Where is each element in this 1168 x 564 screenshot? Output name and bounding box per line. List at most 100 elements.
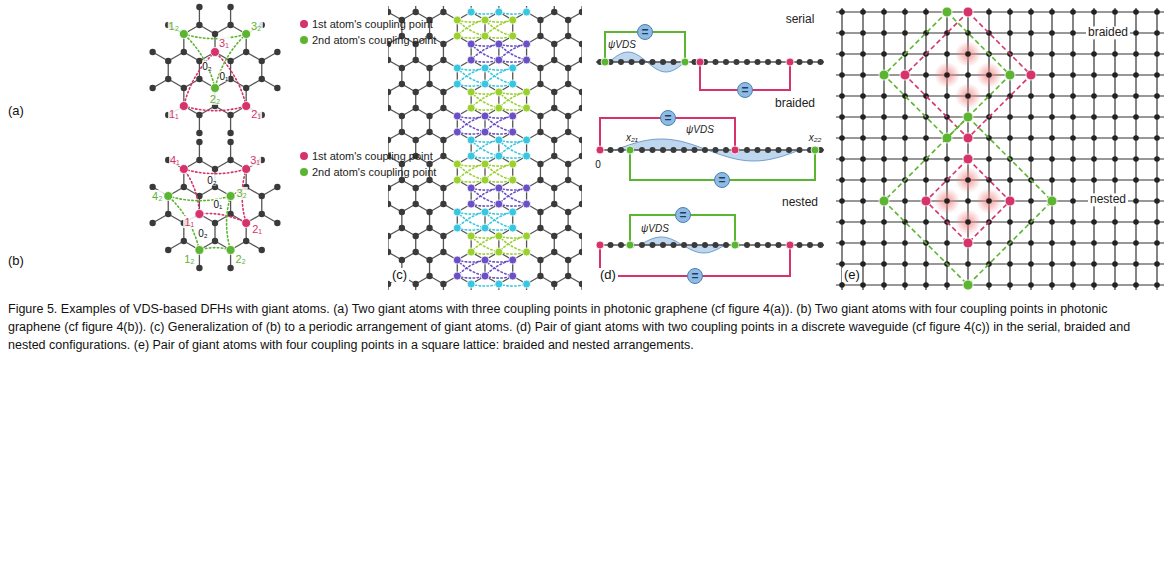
lattice-site bbox=[496, 9, 502, 15]
grid-line bbox=[841, 8, 842, 290]
lattice-site bbox=[523, 153, 529, 159]
lattice-site bbox=[1091, 156, 1097, 162]
lattice-site bbox=[565, 17, 571, 23]
lattice-site bbox=[149, 85, 155, 91]
coupling-link bbox=[457, 212, 485, 228]
coupling-index: 3₁ bbox=[218, 37, 230, 49]
lattice-site bbox=[482, 113, 488, 119]
lattice-site bbox=[902, 9, 908, 15]
coupling-point bbox=[1005, 196, 1015, 206]
coupling-point bbox=[467, 248, 475, 256]
lattice-site bbox=[1154, 93, 1160, 99]
waveguide-site bbox=[713, 147, 719, 153]
lattice-site bbox=[965, 177, 971, 183]
lattice-site bbox=[1049, 51, 1055, 57]
lattice-site bbox=[1049, 9, 1055, 15]
lattice-site bbox=[1112, 9, 1118, 15]
lattice-site bbox=[881, 30, 887, 36]
coupling-point bbox=[921, 196, 931, 206]
lattice-site bbox=[1154, 9, 1160, 15]
lattice-site bbox=[1091, 114, 1097, 120]
lattice-site bbox=[482, 129, 488, 135]
waveguide-site bbox=[639, 242, 645, 248]
lattice-site bbox=[1028, 9, 1034, 15]
lattice-site bbox=[537, 113, 543, 119]
lattice-site bbox=[1112, 240, 1118, 246]
coupling-point bbox=[523, 56, 531, 64]
panel-c bbox=[388, 6, 582, 290]
coupling-point bbox=[495, 184, 503, 192]
lattice-site bbox=[944, 156, 950, 162]
lattice-site bbox=[413, 185, 419, 191]
lattice-site bbox=[1028, 156, 1034, 162]
lattice-site bbox=[902, 156, 908, 162]
lattice-site bbox=[440, 9, 446, 15]
coupling-point bbox=[626, 146, 634, 154]
lattice-site bbox=[196, 265, 202, 271]
coupling-link bbox=[499, 140, 527, 156]
wavefunction-label: ψVDS bbox=[641, 223, 669, 234]
lattice-site bbox=[1154, 51, 1160, 57]
field-blob bbox=[976, 62, 1002, 88]
lattice-site bbox=[860, 198, 866, 204]
coupling-point bbox=[523, 152, 531, 160]
lattice-site bbox=[881, 9, 887, 15]
lattice-site bbox=[565, 33, 571, 39]
lattice-site bbox=[986, 282, 992, 288]
lattice-site bbox=[551, 185, 557, 191]
lattice-site bbox=[496, 185, 502, 191]
lattice-site bbox=[468, 281, 474, 287]
lattice-site bbox=[986, 72, 992, 78]
lattice-site bbox=[440, 89, 446, 95]
coupling-point bbox=[495, 232, 503, 240]
waveguide-site bbox=[597, 242, 603, 248]
lattice-site bbox=[565, 257, 571, 263]
coupling-point bbox=[1026, 70, 1036, 80]
lattice-site bbox=[579, 89, 582, 95]
config-name: braided bbox=[1086, 26, 1130, 39]
lattice-site bbox=[1070, 282, 1076, 288]
lattice-site bbox=[839, 198, 845, 204]
coupling-index: 3₁ bbox=[249, 154, 261, 166]
lattice-site bbox=[165, 58, 171, 64]
lattice-site bbox=[388, 9, 391, 15]
field-blob bbox=[955, 83, 981, 109]
lattice-site bbox=[923, 282, 929, 288]
waveguide-site bbox=[765, 147, 771, 153]
figure-caption: Figure 5. Examples of VDS-based DFHs wit… bbox=[8, 300, 1158, 354]
lattice-site bbox=[839, 240, 845, 246]
lattice-site bbox=[551, 9, 557, 15]
lattice-site bbox=[1070, 219, 1076, 225]
lattice-site bbox=[212, 220, 218, 226]
lattice-site bbox=[1091, 51, 1097, 57]
coupling-point bbox=[963, 280, 973, 290]
lattice-site bbox=[496, 105, 502, 111]
lattice-site bbox=[1112, 93, 1118, 99]
coupling-point bbox=[453, 272, 461, 280]
lattice-site bbox=[1091, 9, 1097, 15]
lattice-site bbox=[860, 240, 866, 246]
coupling-point bbox=[596, 241, 604, 249]
position-label: x₂₂ bbox=[809, 132, 822, 143]
lattice-site bbox=[1007, 30, 1013, 36]
lattice-site bbox=[565, 113, 571, 119]
lattice-site bbox=[454, 33, 460, 39]
coupling-index: 3₂ bbox=[235, 187, 247, 199]
waveguide-site bbox=[776, 147, 782, 153]
lattice-site bbox=[510, 81, 516, 87]
panel-label: (a) bbox=[6, 104, 26, 118]
coupling-point bbox=[509, 272, 517, 280]
coupling-point bbox=[481, 80, 489, 88]
lattice-site bbox=[227, 265, 233, 271]
coupling-point bbox=[453, 64, 461, 72]
coupling-point bbox=[523, 280, 531, 288]
lattice-site bbox=[965, 51, 971, 57]
lattice-site bbox=[565, 161, 571, 167]
lattice-site bbox=[860, 261, 866, 267]
lattice-site bbox=[468, 57, 474, 63]
lattice-site bbox=[454, 177, 460, 183]
lattice-site bbox=[923, 219, 929, 225]
lattice-site bbox=[551, 41, 557, 47]
lattice-site bbox=[413, 57, 419, 63]
coupling-link bbox=[471, 44, 499, 60]
